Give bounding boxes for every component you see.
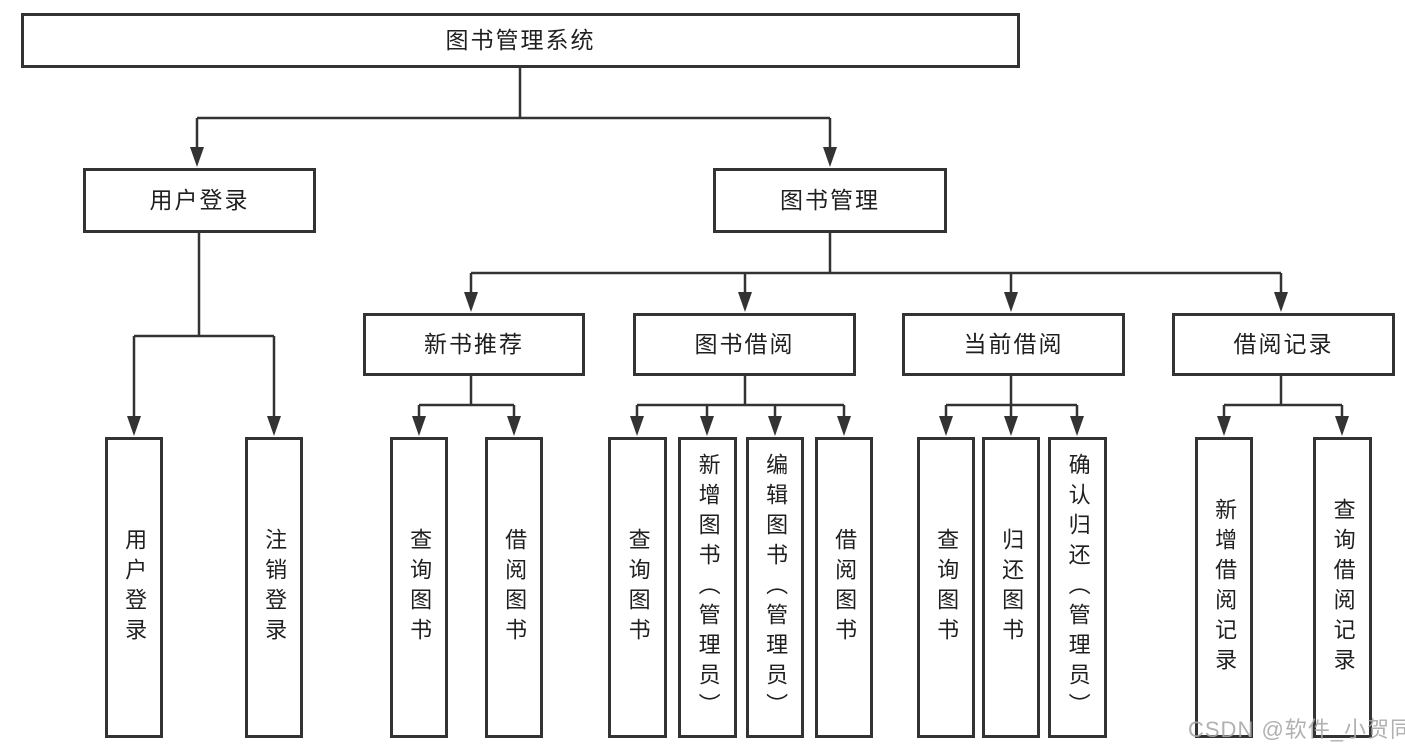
node-user-login: 用户登录 (83, 168, 316, 233)
node-new-book-recommendation: 新书推荐 (363, 313, 585, 376)
leaf-borrow-books: 借阅图书 (815, 437, 873, 738)
leaf-edit-books-admin: 编辑图书（管理员） (746, 437, 804, 738)
leaf-query-books-borrowing: 查询图书 (608, 437, 667, 738)
node-borrow-records: 借阅记录 (1172, 313, 1395, 376)
leaf-confirm-return-admin: 确认归还（管理员） (1048, 437, 1107, 738)
arrowheads (127, 147, 1349, 436)
node-book-borrowing: 图书借阅 (633, 313, 856, 376)
node-current-borrowing: 当前借阅 (902, 313, 1125, 376)
node-book-management: 图书管理 (713, 168, 947, 233)
watermark: CSDN @软件_小贺同学 (1188, 717, 1405, 742)
leaf-add-borrow-record: 新增借阅记录 (1195, 437, 1253, 738)
leaf-logout: 注销登录 (245, 437, 303, 738)
leaf-query-books-recommend: 查询图书 (390, 437, 448, 738)
node-library-management-system: 图书管理系统 (21, 13, 1020, 68)
leaf-query-borrow-record: 查询借阅记录 (1313, 437, 1372, 738)
leaf-borrow-books-recommend: 借阅图书 (485, 437, 543, 738)
leaf-user-login: 用户登录 (105, 437, 163, 738)
leaf-query-books-current: 查询图书 (917, 437, 975, 738)
leaf-return-books: 归还图书 (982, 437, 1040, 738)
leaf-add-books-admin: 新增图书（管理员） (678, 437, 737, 738)
